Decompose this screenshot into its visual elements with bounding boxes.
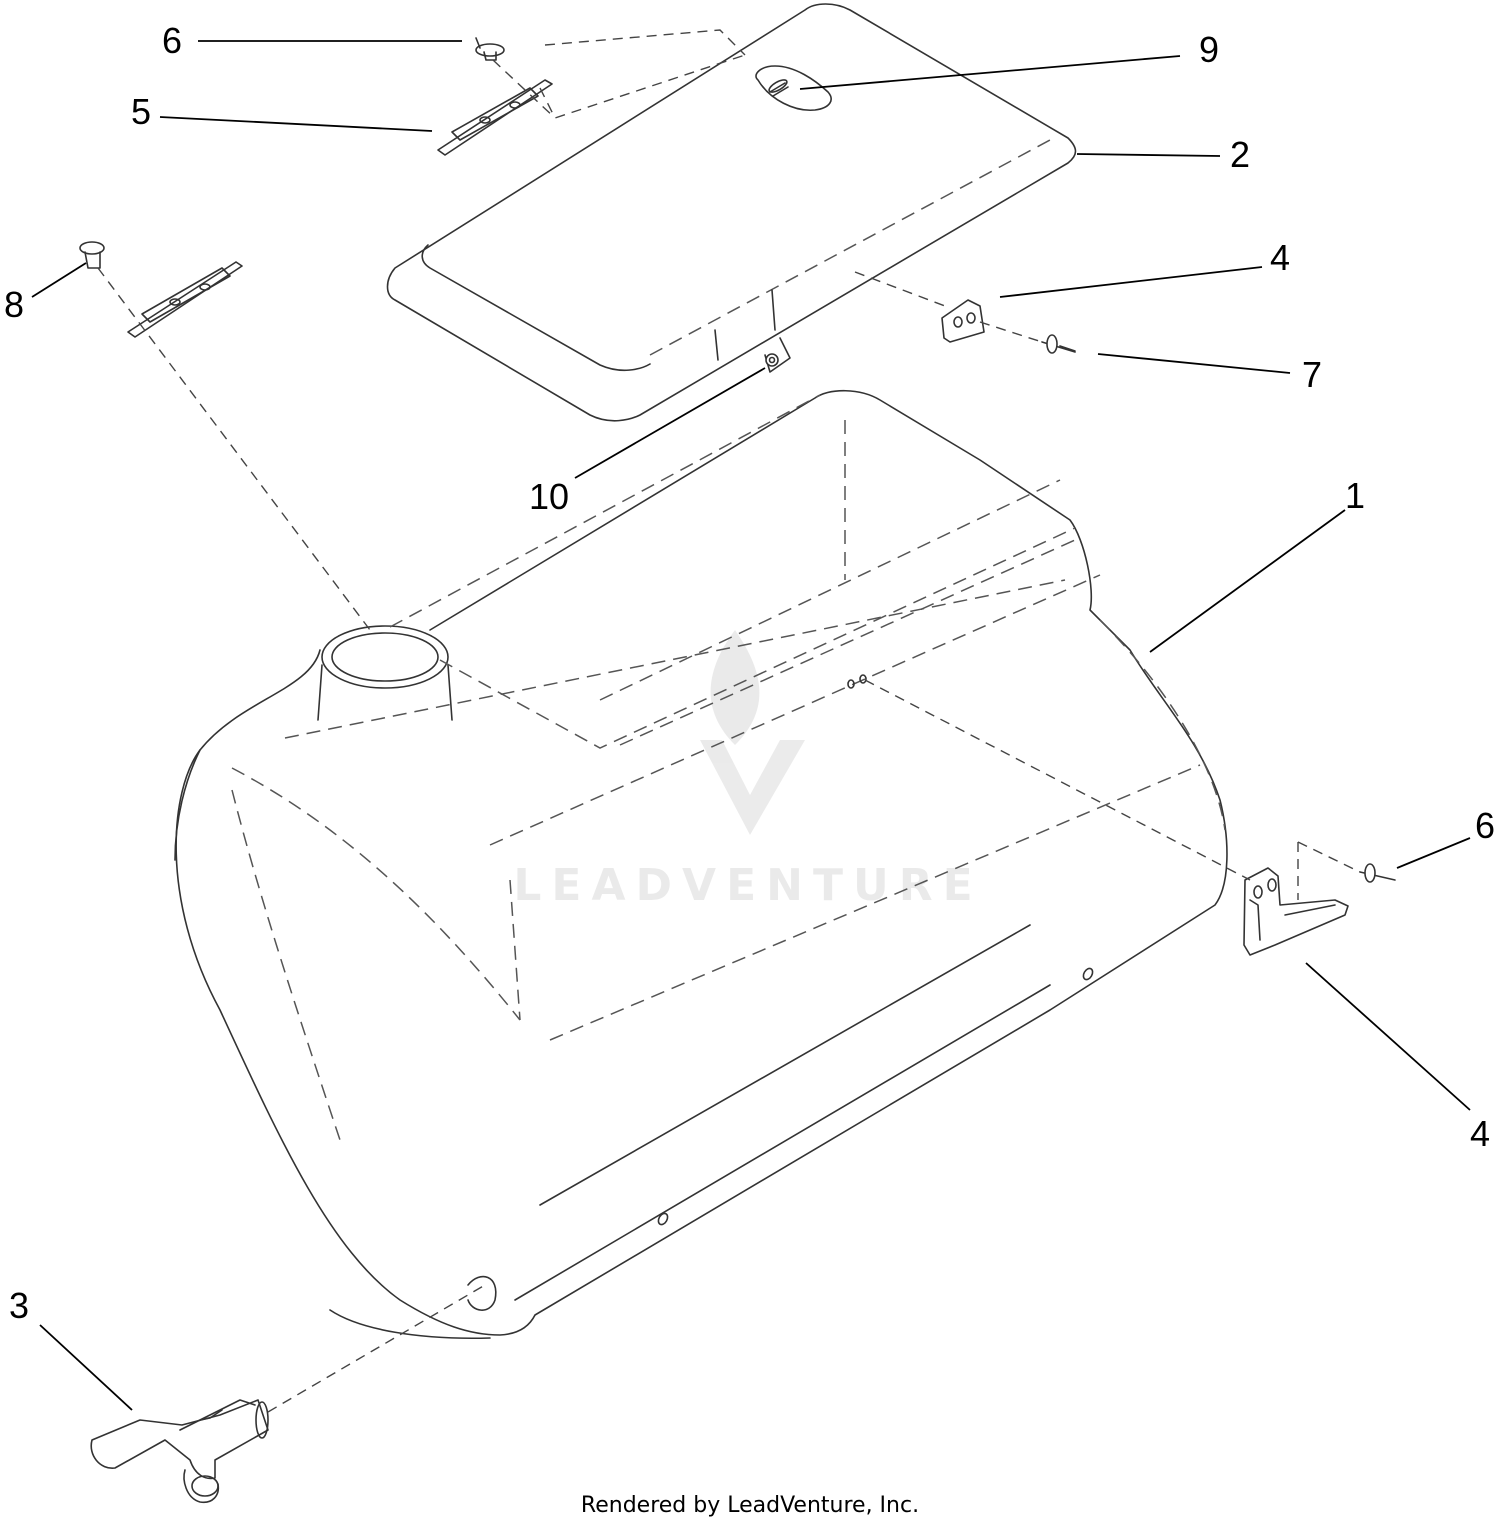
callout-4-upper: 4 [1270,237,1290,278]
tank-body [174,389,1228,1340]
callout-3: 3 [9,1285,29,1326]
watermark-logo [700,630,805,835]
latch-plate [941,299,985,343]
watermark-text: LEADVENTURE [513,860,982,911]
leader-8 [31,262,87,298]
callout-2: 2 [1230,134,1250,175]
callout-4-lower: 4 [1470,1113,1490,1154]
leader-2 [1076,153,1221,157]
rivet-lower [1359,863,1396,883]
leader-4-lower [1305,962,1471,1111]
leader-3 [39,1324,133,1411]
leader-7 [1097,353,1291,374]
callout-6-lower: 6 [1475,805,1495,846]
leader-4-upper [999,266,1263,298]
leader-lines [31,40,1471,1411]
callout-1: 1 [1345,475,1365,516]
callout-7: 7 [1302,354,1322,395]
vent-cap [755,65,832,111]
callout-9: 9 [1199,29,1219,70]
hinge-upper [437,79,553,156]
leader-5 [159,116,433,132]
leader-6-lower [1396,837,1471,869]
hinge-lower [127,261,243,338]
latch-bracket [1243,867,1349,956]
filler-neck-rim [321,625,449,689]
screw-8 [79,241,105,269]
callout-8: 8 [4,284,24,325]
leader-1 [1149,509,1346,653]
callout-5: 5 [131,91,151,132]
assembly-lines [97,29,1361,1413]
callout-10: 10 [529,476,569,517]
tank-lid [386,3,1077,422]
rivet-upper [475,37,505,61]
washer-10 [765,353,779,367]
callout-labels: 6 5 9 2 8 4 7 10 1 6 4 3 [4,20,1495,1326]
leader-10 [574,367,766,479]
fastener-7 [1041,334,1076,354]
render-credit: Rendered by LeadVenture, Inc. [581,1493,919,1518]
outlet-fitting [90,1399,269,1504]
callout-6-upper: 6 [162,20,182,61]
leader-9 [799,55,1181,90]
